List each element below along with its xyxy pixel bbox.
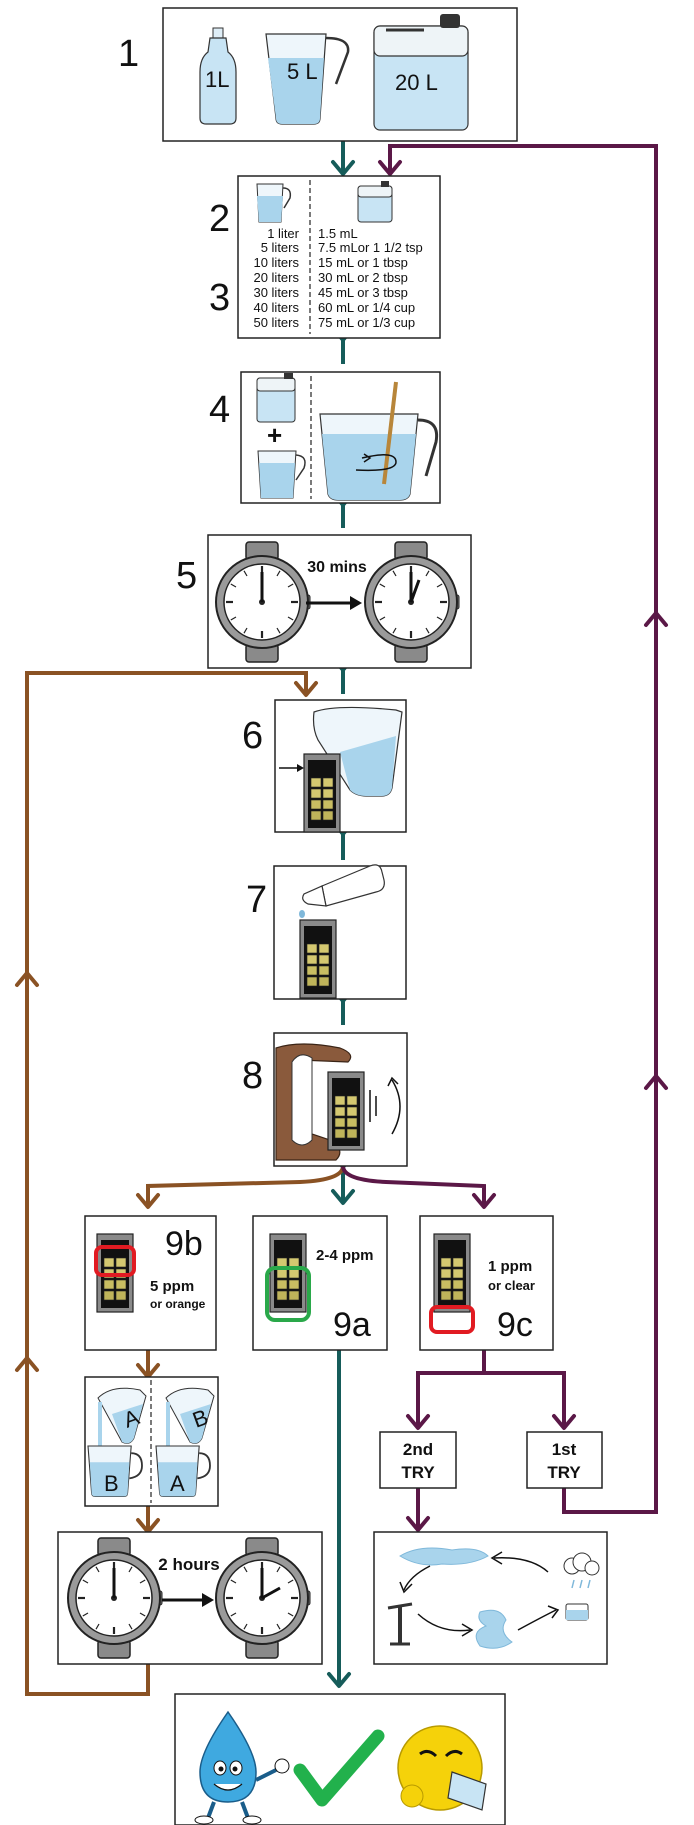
dosage-amount: 60 mL or 1/4 cup: [318, 300, 415, 315]
dosage-volume: 5 liters: [261, 240, 300, 255]
mix-label: A: [170, 1471, 185, 1496]
jerrycan-icon: [373, 14, 469, 131]
step-7-number: 7: [246, 879, 267, 921]
step-9a-panel: 2-4 ppm 9a: [252, 1215, 388, 1351]
reading-low: 1 ppm: [488, 1258, 532, 1275]
step-2-number: 2: [209, 198, 230, 240]
wait-duration: 30 mins: [307, 559, 367, 576]
drinking-emoji-icon: [397, 1725, 487, 1811]
dosage-volume: 30 liters: [253, 285, 299, 300]
branch-split: [136, 1165, 496, 1209]
pouring-pitcher-icon: [165, 1387, 215, 1456]
test-kit-icon: [327, 1071, 365, 1151]
safe-to-drink-panel: [174, 1693, 506, 1825]
dosage-table: 1 liter 1.5 mL 5 liters 7.5 mLor 1 1/2 t…: [253, 226, 422, 330]
dosage-volume: 50 liters: [253, 315, 299, 330]
reading-good: 2-4 ppm: [316, 1247, 374, 1264]
dosage-amount: 7.5 mLor 1 1/2 tsp: [318, 240, 423, 255]
small-jerrycan-icon: [357, 181, 393, 223]
step-5-panel: 30 mins: [207, 534, 472, 669]
reading-high-note: or orange: [150, 1297, 206, 1311]
step-9a-number: 9a: [333, 1306, 371, 1344]
pump-icon: [387, 1602, 413, 1646]
try-label: TRY: [547, 1463, 581, 1482]
step-7-panel: [273, 864, 407, 1000]
arrow-right-icon: [306, 596, 362, 610]
step-4-panel: +: [240, 371, 441, 504]
dosage-amount: 45 mL or 3 tbsp: [318, 285, 408, 300]
test-kit-icon: [303, 753, 341, 833]
step-5-number: 5: [176, 555, 197, 597]
dosage-amount: 75 mL or 1/3 cup: [318, 315, 415, 330]
step-9b-number: 9b: [165, 1225, 203, 1263]
second-try-box: 2nd TRY: [379, 1431, 457, 1489]
low-reading-highlight: [429, 1305, 475, 1334]
pitcher-volume: 5 L: [287, 59, 318, 84]
dosage-amount: 1.5 mL: [318, 226, 358, 241]
step-6-number: 6: [242, 715, 263, 757]
dosage-volume: 1 liter: [267, 226, 299, 241]
reading-low-note: or clear: [488, 1278, 535, 1293]
dosage-volume: 40 liters: [253, 300, 299, 315]
hand-shake-icon: [275, 1043, 352, 1161]
retest-loop-purple: [378, 144, 668, 1532]
watch-icon: [363, 540, 461, 664]
step-4-number: 4: [209, 389, 230, 431]
step-1-number: 1: [118, 33, 139, 75]
try-label: 1st: [552, 1440, 577, 1459]
try-label: TRY: [401, 1463, 435, 1482]
arrow-right-icon: [162, 1593, 214, 1607]
jerrycan-volume: 20 L: [395, 70, 438, 95]
step-9b-panel: 9b 5 ppm or orange: [84, 1215, 217, 1351]
first-try-box: 1st TRY: [526, 1431, 603, 1489]
dosage-volume: 10 liters: [253, 255, 299, 270]
plus-sign: +: [267, 420, 282, 450]
shake-motion-icon: [369, 1076, 401, 1135]
mixing-panel: A B B A: [84, 1376, 219, 1507]
watch-icon: [214, 540, 312, 664]
checkmark-icon: [293, 1729, 385, 1807]
test-kit-icon: [269, 1233, 307, 1313]
high-reading-highlight: [94, 1245, 136, 1277]
step-1-panel: 1L 5 L 20 L: [162, 7, 518, 142]
jerrycan-icon: [256, 373, 296, 423]
dosage-amount: 30 mL or 2 tbsp: [318, 270, 408, 285]
dosage-amount: 15 mL or 1 tbsp: [318, 255, 408, 270]
try-label: 2nd: [403, 1440, 433, 1459]
pitcher-icon: [265, 33, 350, 125]
dosage-volume: 20 liters: [253, 270, 299, 285]
pitcher-icon: [257, 450, 306, 499]
step-8-panel: [273, 1032, 408, 1167]
water-cycle-icon: [387, 1547, 600, 1649]
step-3-number: 3: [209, 277, 230, 319]
stirring-pitcher-icon: [319, 381, 439, 501]
step-9c-number: 9c: [497, 1306, 533, 1344]
test-kit-icon: [299, 919, 337, 999]
step-6-panel: [274, 699, 407, 833]
retest-loop-orange: [15, 671, 318, 1696]
watch-icon: [66, 1536, 164, 1660]
step-9c-panel: 1 ppm or clear 9c: [419, 1215, 554, 1351]
reading-high: 5 ppm: [150, 1278, 194, 1295]
bottle-volume: 1L: [205, 67, 229, 92]
small-pitcher-icon: [256, 183, 292, 223]
arrow-right-icon: [279, 764, 304, 772]
bottle-icon: [199, 27, 237, 125]
test-kit-icon: [433, 1233, 471, 1313]
watch-icon: [214, 1536, 312, 1660]
step-8-number: 8: [242, 1055, 263, 1097]
wait-duration: 2 hours: [158, 1555, 219, 1574]
step-2-dosage-panel: 1 liter 1.5 mL 5 liters 7.5 mLor 1 1/2 t…: [237, 175, 441, 339]
good-reading-highlight: [265, 1266, 311, 1322]
pouring-pitcher-icon: [312, 706, 403, 797]
wait-2-hours-panel: 2 hours: [57, 1531, 323, 1665]
mix-label: B: [104, 1471, 119, 1496]
water-cycle-panel: [373, 1531, 608, 1665]
dropper-icon: [299, 864, 385, 930]
water-drop-mascot-icon: [194, 1710, 290, 1825]
